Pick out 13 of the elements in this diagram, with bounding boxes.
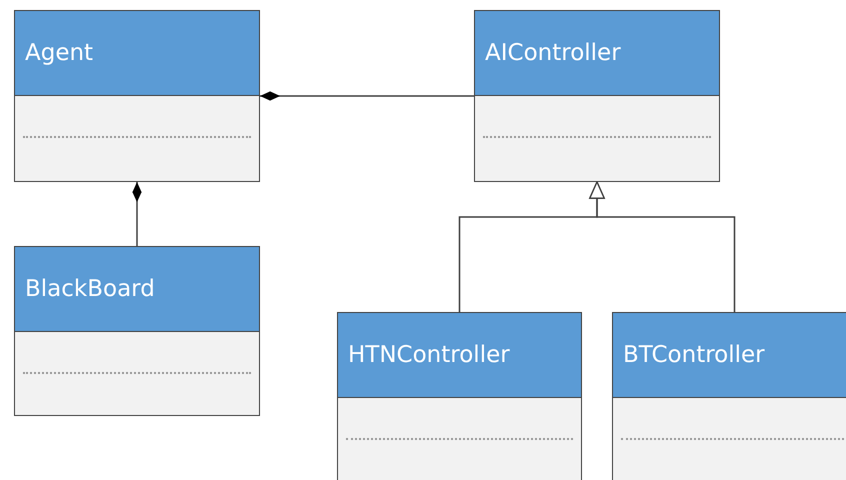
class-name: BTController bbox=[623, 342, 765, 368]
class-box bbox=[14, 10, 260, 182]
class-box bbox=[474, 10, 720, 182]
class-name: Agent bbox=[25, 40, 94, 66]
composition-line bbox=[132, 182, 142, 246]
inheritance-arrow bbox=[589, 181, 736, 312]
class-name: BlackBoard bbox=[25, 276, 155, 302]
class-box bbox=[612, 312, 846, 480]
class-box bbox=[337, 312, 582, 480]
class-name: AIController bbox=[485, 40, 621, 66]
composition-line bbox=[260, 91, 474, 101]
class-name: HTNController bbox=[348, 342, 510, 368]
class-box bbox=[14, 246, 260, 416]
